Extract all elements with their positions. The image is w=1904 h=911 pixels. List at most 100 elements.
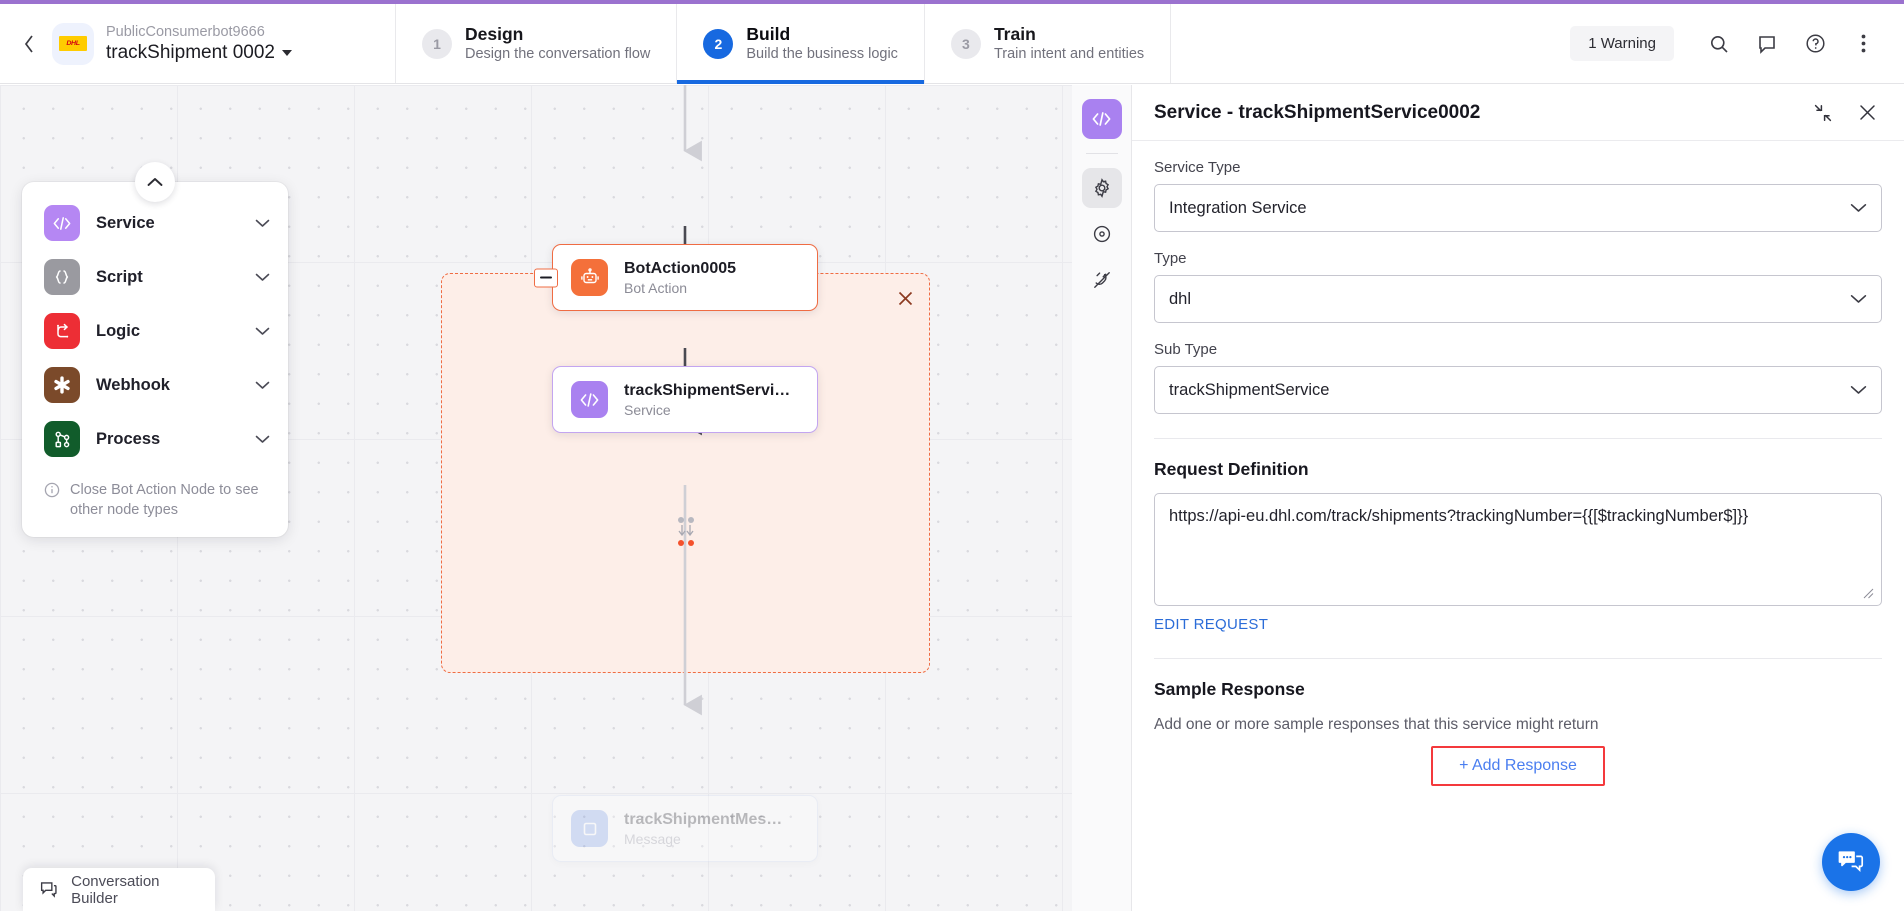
panel-title: Service - trackShipmentService0002 (1154, 101, 1481, 123)
palette-item-logic[interactable]: Logic (22, 304, 288, 358)
palette-item-label: Service (96, 213, 155, 232)
node-subtitle: Bot Action (624, 279, 688, 296)
help-icon[interactable] (1794, 23, 1836, 65)
sample-response-description: Add one or more sample responses that th… (1154, 716, 1599, 733)
field-label: Type (1154, 250, 1187, 267)
edit-request-link[interactable]: EDIT REQUEST (1154, 616, 1269, 633)
chevron-down-icon[interactable] (255, 219, 270, 228)
field-label: Service Type (1154, 159, 1241, 176)
minus-icon[interactable] (534, 268, 558, 287)
step-number: 2 (703, 28, 734, 59)
step-subtitle: Build the business logic (746, 45, 898, 62)
tab-train[interactable]: 3 Train Train intent and entities (925, 4, 1172, 83)
node-type-palette: Service Script (22, 162, 288, 537)
conversation-builder-button[interactable]: Conversation Builder (23, 868, 215, 911)
chevron-down-icon (1850, 294, 1867, 304)
field-service-type: Service Type Integration Service (1154, 159, 1882, 232)
chevron-down-icon (1850, 385, 1867, 395)
sub-type-select[interactable]: trackShipmentService (1154, 366, 1882, 414)
step-subtitle: Train intent and entities (993, 45, 1145, 62)
chat-support-fab[interactable] (1822, 833, 1880, 891)
rail-target-icon[interactable] (1082, 214, 1122, 254)
chevron-up-icon[interactable] (135, 162, 175, 202)
service-properties-panel: Service - trackShipmentService0002 Servi… (1132, 85, 1904, 911)
info-icon (44, 482, 60, 498)
double-arrow-down-icon (678, 525, 694, 537)
close-icon[interactable] (1852, 98, 1882, 128)
select-value: Integration Service (1169, 198, 1307, 217)
step-title: Train (993, 23, 1036, 44)
node-bot-action[interactable]: BotAction0005 Bot Action (534, 244, 818, 311)
section-divider-2 (1154, 658, 1882, 659)
chevron-down-icon[interactable] (255, 273, 270, 282)
palette-note-text: Close Bot Action Node to see other node … (70, 482, 259, 519)
chat-bubbles-icon (40, 881, 57, 898)
bot-title: trackShipment 0002 (106, 41, 275, 63)
node-message[interactable]: trackShipmentMes… Message (552, 795, 818, 862)
logic-loop-icon (44, 313, 80, 349)
search-icon[interactable] (1698, 23, 1740, 65)
comment-icon[interactable] (1746, 23, 1788, 65)
edge-connector-dots[interactable] (676, 517, 696, 546)
header-actions: 1 Warning (1570, 4, 1904, 83)
palette-item-label: Script (96, 267, 143, 286)
palette-item-process[interactable]: Process (22, 412, 288, 466)
accent-top-bar (0, 0, 1904, 4)
node-title: trackShipmentMes… (624, 810, 783, 828)
rail-plug-off-icon[interactable] (1082, 260, 1122, 300)
build-steps: 1 Design Design the conversation flow 2 … (396, 4, 1172, 84)
chevron-down-icon[interactable] (255, 381, 270, 390)
robot-icon (571, 259, 608, 296)
rail-gear-icon[interactable] (1081, 168, 1122, 208)
org-name: PublicConsumerbot9666 (106, 23, 265, 40)
select-value: dhl (1169, 289, 1192, 308)
rail-divider (1085, 153, 1118, 154)
bot-title-dropdown[interactable]: trackShipment 0002 (106, 42, 292, 65)
field-sub-type: Sub Type trackShipmentService (1154, 341, 1882, 414)
add-response-button[interactable]: + Add Response (1431, 746, 1605, 787)
close-icon[interactable] (894, 287, 916, 309)
connector-dots-orange (676, 540, 696, 546)
request-definition-textarea[interactable]: https://api-eu.dhl.com/track/shipments?t… (1154, 493, 1882, 606)
node-subtitle: Message (624, 830, 681, 847)
node-title: trackShipmentServi… (624, 381, 791, 399)
process-nodes-icon (44, 421, 80, 457)
braces-icon (44, 259, 80, 295)
type-select[interactable]: dhl (1154, 275, 1882, 323)
service-type-select[interactable]: Integration Service (1154, 184, 1882, 232)
chat-support-icon (1838, 851, 1864, 872)
code-icon (571, 381, 608, 418)
tab-design[interactable]: 1 Design Design the conversation flow (396, 4, 678, 83)
palette-item-script[interactable]: Script (22, 250, 288, 304)
chevron-down-icon[interactable] (255, 327, 270, 336)
step-title: Design (465, 23, 524, 44)
connector-dots-grey (676, 517, 696, 523)
node-title: BotAction0005 (624, 259, 737, 277)
rail-code-icon[interactable] (1081, 99, 1122, 139)
code-icon (44, 205, 80, 241)
step-number: 1 (422, 28, 452, 59)
palette-item-service[interactable]: Service (22, 196, 288, 250)
chevron-down-icon[interactable] (255, 435, 270, 444)
request-definition-title: Request Definition (1154, 459, 1309, 479)
tab-build[interactable]: 2 Build Build the business logic (677, 4, 925, 84)
back-icon[interactable] (18, 33, 40, 55)
panel-body[interactable]: Service Type Integration Service Type dh… (1132, 141, 1904, 911)
palette-item-webhook[interactable]: Webhook (22, 358, 288, 412)
section-divider (1154, 438, 1882, 439)
collapse-icon[interactable] (1808, 98, 1838, 128)
app-header: DHL PublicConsumerbot9666 trackShipment … (0, 4, 1904, 84)
flow-canvas[interactable]: BotAction0005 Bot Action trackShipmentSe… (0, 85, 1072, 911)
more-vertical-icon[interactable] (1842, 23, 1884, 65)
palette-item-label: Process (96, 429, 161, 448)
palette-item-label: Webhook (96, 375, 170, 394)
step-title: Build (746, 23, 791, 44)
chevron-down-icon (1850, 203, 1867, 213)
warning-badge[interactable]: 1 Warning (1570, 26, 1674, 61)
node-service[interactable]: trackShipmentServi… Service (552, 366, 818, 433)
message-box-icon (571, 810, 608, 847)
palette-note: Close Bot Action Node to see other node … (22, 466, 288, 521)
node-subtitle: Service (624, 401, 671, 418)
conversation-builder-label: Conversation Builder (71, 872, 160, 907)
field-label: Sub Type (1154, 341, 1218, 358)
